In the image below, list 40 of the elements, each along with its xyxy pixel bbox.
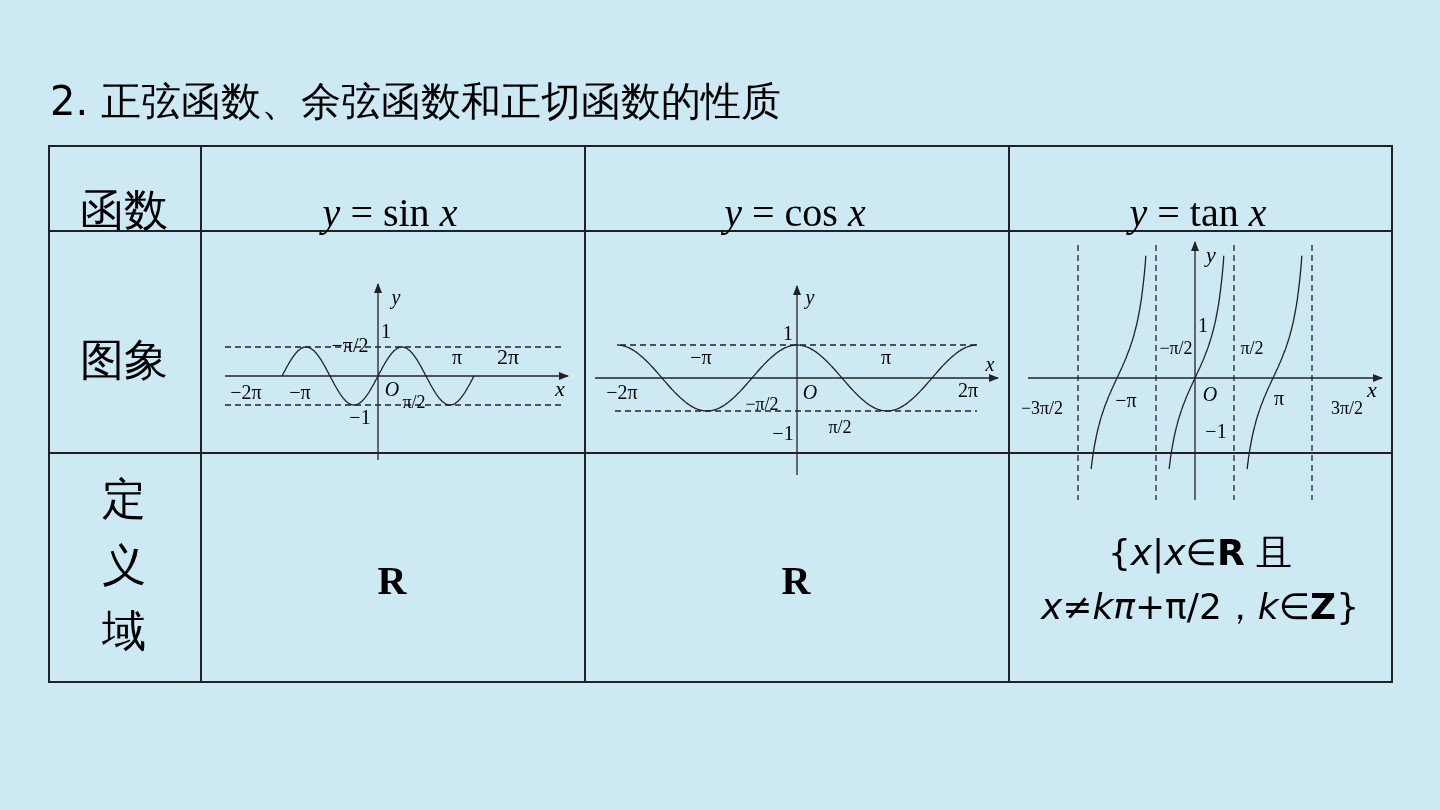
axis-label: y	[1206, 242, 1216, 268]
axis-label: y	[805, 285, 815, 309]
tick-label: 2π	[496, 344, 520, 370]
tick-label: −1	[772, 421, 794, 445]
tick-label: 1	[381, 319, 391, 343]
tick-label: 1	[1198, 313, 1208, 337]
axis-label: y	[391, 285, 401, 309]
axis-label: O	[802, 380, 818, 404]
tick-label: π/2	[402, 391, 426, 413]
tick-label: 2π	[957, 378, 979, 402]
axis-label: O	[1202, 382, 1218, 406]
tick-label: −π	[1115, 388, 1137, 412]
tick-label: π	[880, 345, 892, 369]
domain-text: {x|x∈R 且 x≠kπ+π/2，k∈Z}	[1039, 531, 1361, 629]
tick-label: −π/2	[745, 393, 779, 415]
domain-text: R	[377, 556, 407, 604]
tick-label: 1	[783, 321, 793, 345]
domain-text: R	[781, 556, 811, 604]
row-header: 图象	[80, 332, 168, 387]
row-header: 函数	[80, 182, 168, 237]
tick-label: −2π	[606, 380, 638, 404]
tick-label: π/2	[828, 416, 852, 438]
tick-label: −π/2	[331, 333, 369, 357]
tick-label: −1	[1205, 419, 1227, 443]
tick-label: −π	[289, 380, 311, 404]
tick-label: π	[451, 345, 463, 369]
tick-label: π	[1273, 386, 1285, 410]
row-header: 定义域	[101, 472, 147, 658]
tick-label: −3π/2	[1020, 397, 1064, 419]
axis-label: x	[985, 352, 995, 376]
tick-label: π/2	[1240, 337, 1264, 359]
axis-label: x	[555, 376, 565, 402]
axis-label: x	[1367, 377, 1377, 403]
tick-label: −2π	[230, 380, 262, 404]
page-title: 2. 正弦函数、余弦函数和正切函数的性质	[50, 76, 781, 126]
tick-label: −π	[690, 345, 712, 369]
tick-label: −π/2	[1159, 337, 1193, 359]
axis-label: O	[384, 377, 400, 401]
tick-label: −1	[349, 405, 371, 429]
tick-label: 3π/2	[1330, 397, 1364, 419]
